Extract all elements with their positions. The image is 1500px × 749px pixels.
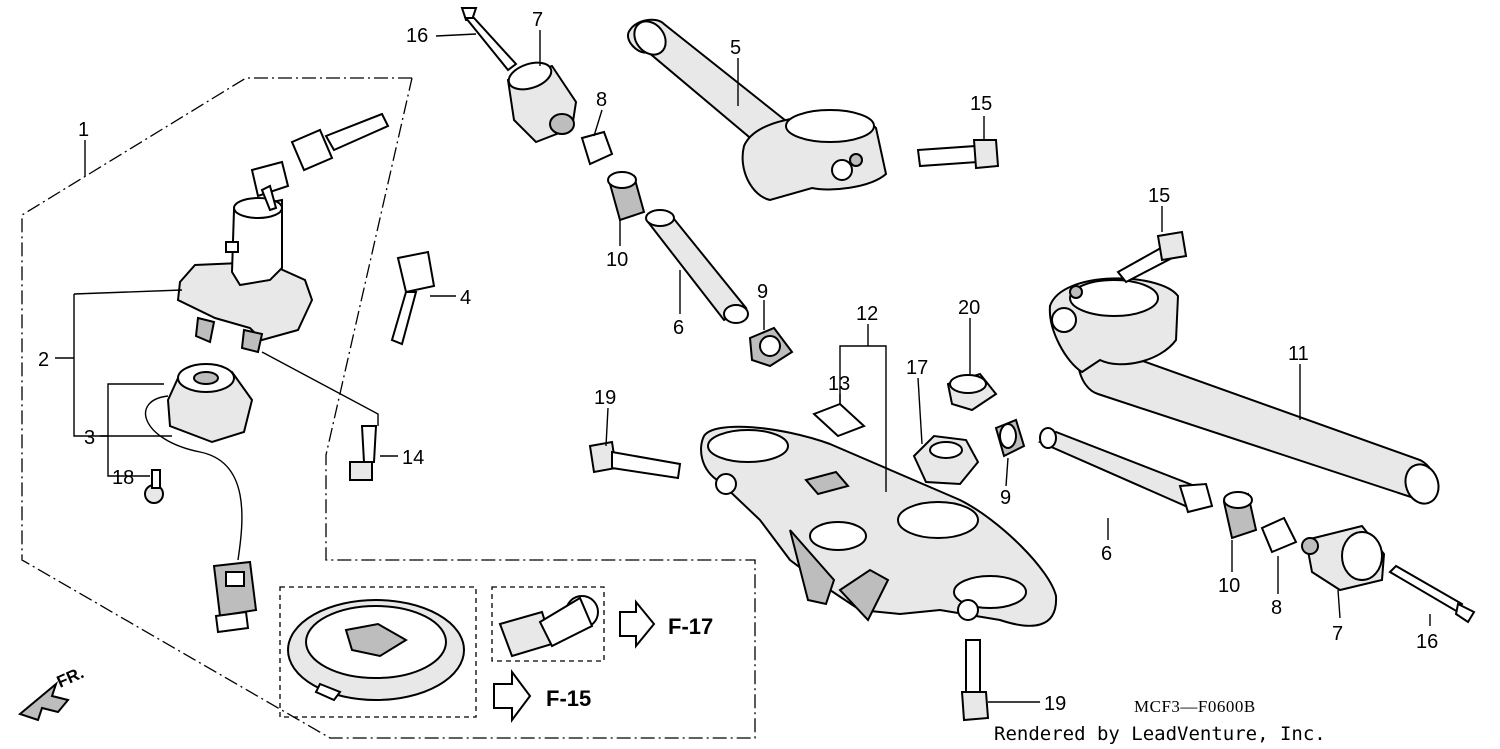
callout-6-lower: 6	[1101, 543, 1112, 565]
callout-19-bottom: 19	[1044, 693, 1066, 715]
callout-11: 11	[1288, 343, 1309, 365]
callout-7-lower: 7	[1332, 623, 1343, 645]
callout-10-upper: 10	[606, 249, 628, 271]
left-handlebar[interactable]	[627, 15, 888, 202]
callout-3: 3	[84, 427, 95, 449]
bolt-15-right[interactable]	[1116, 230, 1188, 284]
stem-nut-17[interactable]	[912, 434, 980, 486]
callout-14: 14	[402, 447, 424, 469]
callout-10-lower: 10	[1218, 575, 1240, 597]
diagram-code: MCF3—F0600B	[1134, 697, 1256, 716]
callout-15-right: 15	[1148, 185, 1170, 207]
callout-20: 20	[958, 297, 980, 319]
callout-5: 5	[730, 37, 741, 59]
rubber-10-right[interactable]	[1222, 491, 1258, 540]
bolt-19-left[interactable]	[588, 440, 682, 480]
callout-7-upper: 7	[532, 9, 543, 31]
callout-8-lower: 8	[1271, 597, 1282, 619]
weight-rod-upper[interactable]	[645, 209, 749, 324]
callout-18: 18	[112, 467, 134, 489]
callout-19-left: 19	[594, 387, 616, 409]
reference-arrows	[493, 599, 656, 723]
right-handlebar[interactable]	[1048, 277, 1444, 508]
plate-13[interactable]	[812, 402, 866, 438]
callout-1: 1	[78, 119, 89, 141]
callout-8-upper: 8	[596, 89, 607, 111]
rubber-10-upper[interactable]	[607, 171, 646, 222]
callout-2: 2	[38, 349, 49, 371]
credit-text: Rendered by LeadVenture, Inc.	[994, 723, 1326, 745]
bar-end-weight-right[interactable]	[1301, 524, 1386, 592]
front-direction-label: FR.	[54, 663, 87, 691]
bar-end-weight-upper[interactable]	[505, 58, 578, 144]
seat-lock-cylinder[interactable]	[144, 363, 258, 634]
seat-lock-box	[491, 586, 605, 662]
callout-15-upper: 15	[970, 93, 992, 115]
callout-labels: 1 2 3 4 5 6 6 7 7 8 8 9 9 10 10 11 12 13…	[38, 9, 1438, 745]
clip-8-upper[interactable]	[580, 130, 614, 166]
callout-9-lower: 9	[1000, 487, 1011, 509]
callout-13: 13	[828, 373, 850, 395]
reference-f17: F-17	[668, 614, 713, 639]
spare-key[interactable]	[390, 250, 436, 346]
fuel-cap-lock[interactable]	[287, 599, 465, 702]
callout-16-lower: 16	[1416, 631, 1438, 653]
nut-9-upper[interactable]	[748, 326, 794, 368]
ignition-kit-boundary	[21, 77, 756, 739]
callout-12: 12	[856, 303, 878, 325]
bolt-19-bottom[interactable]	[960, 639, 990, 722]
bolt-14[interactable]	[349, 425, 378, 481]
reference-f15: F-15	[546, 686, 591, 711]
screw-18[interactable]	[144, 469, 164, 504]
top-bridge[interactable]	[700, 425, 1058, 627]
screw-16-right[interactable]	[1388, 564, 1476, 624]
callout-4: 4	[460, 287, 471, 309]
front-direction-arrow	[17, 680, 70, 722]
clip-8-right[interactable]	[1260, 516, 1298, 554]
callout-6-upper: 6	[673, 317, 684, 339]
screw-16-upper[interactable]	[460, 7, 518, 72]
callout-16-upper: 16	[406, 25, 428, 47]
ignition-switch[interactable]	[176, 197, 314, 354]
callout-17: 17	[906, 357, 928, 379]
weight-rod-right[interactable]	[1037, 427, 1214, 514]
ignition-keys[interactable]	[250, 112, 390, 212]
seat-lock-latch[interactable]	[498, 595, 599, 658]
callout-9-upper: 9	[757, 281, 768, 303]
nut-9-right[interactable]	[994, 418, 1026, 458]
bolt-15-upper[interactable]	[916, 139, 1000, 170]
fuel-cap-lock-box	[279, 586, 477, 718]
cap-20[interactable]	[946, 372, 998, 412]
leader-lines	[55, 30, 1431, 703]
